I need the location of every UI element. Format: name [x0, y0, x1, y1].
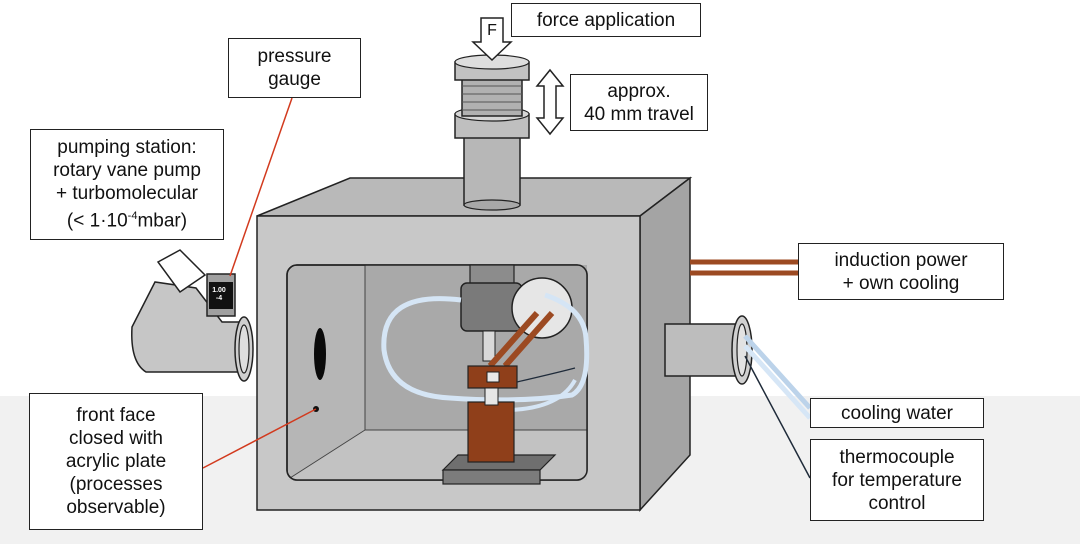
- induction-lines: [690, 259, 798, 276]
- thermocouple-label: thermocouple for temperature control: [810, 439, 984, 521]
- gauge-display: 1.00 -4: [212, 287, 226, 302]
- force-arrow: [471, 17, 513, 62]
- pressure-gauge: [206, 273, 236, 317]
- pumping-pressure: (< 1·10-4mbar): [66, 210, 188, 232]
- travel-label: approx. 40 mm travel: [570, 74, 708, 131]
- travel-arrow: [535, 68, 565, 136]
- cooling-water-label: cooling water: [810, 398, 984, 428]
- induction-power-label: induction power + own cooling: [798, 243, 1004, 300]
- pumping-station-label: pumping station: rotary vane pump + turb…: [30, 129, 224, 240]
- force-application-label: force application: [511, 3, 701, 37]
- inner-ram: [460, 264, 523, 362]
- force-symbol: F: [487, 22, 497, 39]
- side-port-opening: [314, 328, 326, 380]
- cooling-tubes-right: [743, 334, 812, 479]
- sample-stack: [441, 387, 557, 485]
- pressure-gauge-label: pressure gauge: [228, 38, 361, 98]
- right-port: [664, 315, 753, 385]
- copper-coil: [467, 311, 555, 389]
- pumping-pipe: [131, 249, 254, 382]
- force-column: [454, 54, 530, 211]
- front-face-label: front face closed with acrylic plate (pr…: [29, 393, 203, 530]
- pressure-gauge-leader: [229, 97, 293, 277]
- front-face-leader: [202, 408, 317, 469]
